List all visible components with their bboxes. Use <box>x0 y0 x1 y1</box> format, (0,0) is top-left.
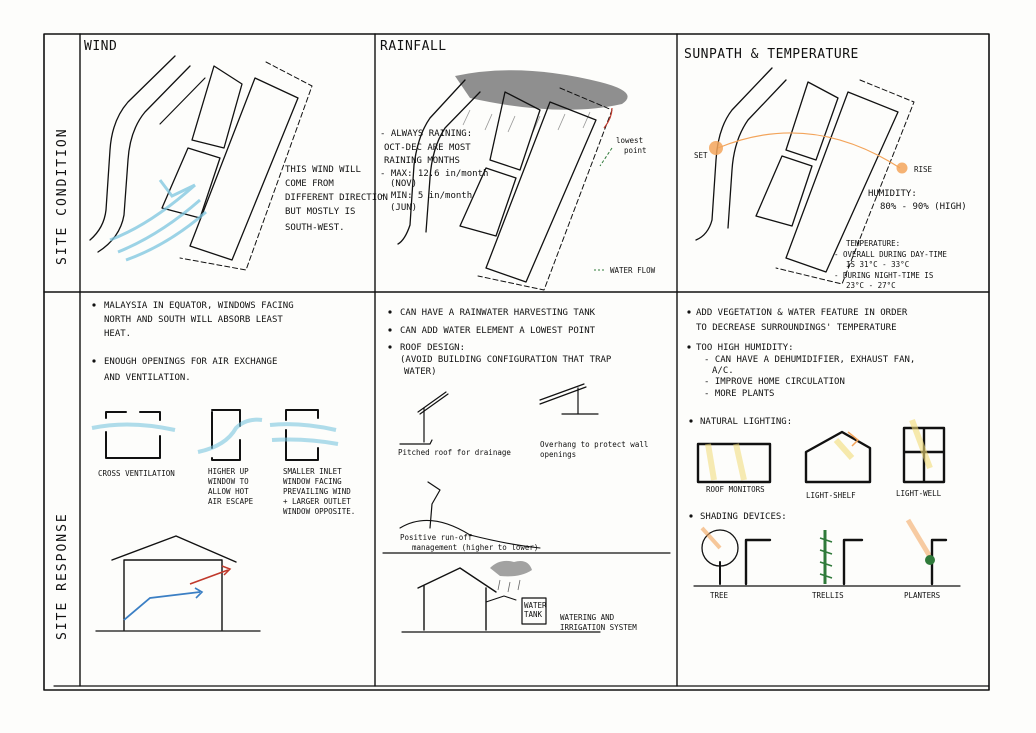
svg-text:SOUTH-WEST.: SOUTH-WEST. <box>285 223 345 233</box>
water-flow-legend: WATER FLOW <box>594 266 656 275</box>
temperature-note: TEMPERATURE: - OVERALL DURING DAY-TIME I… <box>834 239 947 290</box>
svg-text:LIGHT-WELL: LIGHT-WELL <box>896 489 942 498</box>
svg-text:+ LARGER OUTLET: + LARGER OUTLET <box>283 497 351 506</box>
svg-text:- MORE PLANTS: - MORE PLANTS <box>704 389 774 399</box>
svg-text:(NOV): (NOV) <box>390 179 417 189</box>
svg-text:CAN HAVE A RAINWATER HARVESTIN: CAN HAVE A RAINWATER HARVESTING TANK <box>400 308 596 318</box>
sun-path <box>709 132 908 174</box>
sunpath-title: SUNPATH & TEMPERATURE <box>684 47 859 62</box>
svg-text:- CAN HAVE A DEHUMIDIFIER, EXH: - CAN HAVE A DEHUMIDIFIER, EXHAUST FAN, <box>704 355 915 365</box>
wind-arrows-sketch <box>109 179 207 262</box>
row-label-condition: SITE CONDITION <box>55 127 70 265</box>
svg-text:HUMIDITY:: HUMIDITY: <box>868 189 917 199</box>
svg-text:OCT-DEC ARE MOST: OCT-DEC ARE MOST <box>384 143 471 153</box>
svg-text:WINDOW TO: WINDOW TO <box>208 477 249 486</box>
svg-text:- DURING NIGHT-TIME IS: - DURING NIGHT-TIME IS <box>834 271 934 280</box>
shading-device-diagrams: TREE TRELLIS PLANTERS <box>693 518 961 600</box>
wind-ventilation-diagrams: CROSS VENTILATION HIGHER UP WINDOW TO AL… <box>91 409 355 516</box>
svg-text:TO DECREASE SURROUNDINGS' TEMP: TO DECREASE SURROUNDINGS' TEMPERATURE <box>696 323 896 333</box>
svg-text:management (higher to lower): management (higher to lower) <box>412 543 538 552</box>
svg-text:RAINING MONTHS: RAINING MONTHS <box>384 156 460 166</box>
svg-text:IS 31°C - 33°C: IS 31°C - 33°C <box>846 260 909 269</box>
svg-text:ALLOW HOT: ALLOW HOT <box>208 487 249 496</box>
svg-text:BUT MOSTLY IS: BUT MOSTLY IS <box>285 207 355 217</box>
svg-text:HIGHER UP: HIGHER UP <box>208 467 249 476</box>
sheet-frame <box>43 33 990 691</box>
svg-text:WINDOW FACING: WINDOW FACING <box>283 477 342 486</box>
rainfall-title: RAINFALL <box>380 39 447 54</box>
svg-text:WATER FLOW: WATER FLOW <box>610 266 656 275</box>
svg-text:Positive run-off: Positive run-off <box>400 533 472 542</box>
svg-text:AIR ESCAPE: AIR ESCAPE <box>208 497 254 506</box>
svg-text:- ALWAYS RAINING:: - ALWAYS RAINING: <box>380 129 472 139</box>
lowest-point-label: lowest <box>616 136 643 145</box>
svg-text:CROSS VENTILATION: CROSS VENTILATION <box>98 469 175 478</box>
sun-icon-rise <box>896 162 908 174</box>
svg-text:WATER): WATER) <box>404 367 437 377</box>
svg-text:COME FROM: COME FROM <box>285 179 334 189</box>
rainfall-response-bullets: CAN HAVE A RAINWATER HARVESTING TANK CAN… <box>388 308 612 377</box>
svg-text:ROOF DESIGN:: ROOF DESIGN: <box>400 343 465 353</box>
sun-rise-label: RISE <box>914 165 933 174</box>
wind-condition-notes: THIS WIND WILL COME FROM DIFFERENT DIREC… <box>285 165 388 233</box>
svg-text:- MAX: 12.6 in/month: - MAX: 12.6 in/month <box>380 169 488 179</box>
sun-icon-set <box>709 141 723 155</box>
svg-text:NORTH AND SOUTH WILL ABSORB LE: NORTH AND SOUTH WILL ABSORB LEAST <box>104 315 283 325</box>
lowest-point-label-2: point <box>624 146 647 155</box>
svg-text:DIFFERENT DIRECTION: DIFFERENT DIRECTION <box>285 193 388 203</box>
sun-set-label: SET <box>694 151 708 160</box>
svg-text:AND VENTILATION.: AND VENTILATION. <box>104 373 191 383</box>
svg-text:WATERING AND: WATERING AND <box>560 613 615 622</box>
svg-text:MALAYSIA IN EQUATOR, WINDOWS F: MALAYSIA IN EQUATOR, WINDOWS FACING <box>104 301 294 311</box>
rainfall-condition-notes: - ALWAYS RAINING: OCT-DEC ARE MOST RAINI… <box>380 129 488 213</box>
sunpath-response-bullets: ADD VEGETATION & WATER FEATURE IN ORDER … <box>687 308 915 522</box>
rainfall-site-plan <box>397 70 628 291</box>
wind-house-section <box>95 535 261 632</box>
humidity-note: HUMIDITY: 80% - 90% (HIGH) <box>868 189 967 212</box>
svg-text:TANK: TANK <box>524 610 543 619</box>
wind-site-plan <box>89 55 313 271</box>
svg-text:Pitched roof for drainage: Pitched roof for drainage <box>398 448 511 457</box>
sunpath-site-plan <box>695 67 915 285</box>
svg-text:(JUN): (JUN) <box>390 203 417 213</box>
svg-text:IRRIGATION SYSTEM: IRRIGATION SYSTEM <box>560 623 637 632</box>
svg-text:ADD VEGETATION & WATER FEATURE: ADD VEGETATION & WATER FEATURE IN ORDER <box>696 308 908 318</box>
wind-title: WIND <box>84 39 117 54</box>
svg-text:23°C - 27°C: 23°C - 27°C <box>846 281 896 290</box>
svg-text:- OVERALL DURING DAY-TIME: - OVERALL DURING DAY-TIME <box>834 250 947 259</box>
svg-text:NATURAL LIGHTING:: NATURAL LIGHTING: <box>700 417 792 427</box>
svg-text:SMALLER INLET: SMALLER INLET <box>283 467 342 476</box>
svg-text:TRELLIS: TRELLIS <box>812 591 844 600</box>
svg-text:PREVAILING WIND: PREVAILING WIND <box>283 487 351 496</box>
wind-response-bullets: MALAYSIA IN EQUATOR, WINDOWS FACING NORT… <box>92 301 294 383</box>
svg-text:THIS WIND WILL: THIS WIND WILL <box>285 165 361 175</box>
row-label-response: SITE RESPONSE <box>55 512 70 640</box>
svg-text:80% - 90% (HIGH): 80% - 90% (HIGH) <box>880 202 967 212</box>
svg-text:ROOF MONITORS: ROOF MONITORS <box>706 485 765 494</box>
svg-text:- IMPROVE HOME CIRCULATION: - IMPROVE HOME CIRCULATION <box>704 377 845 387</box>
svg-text:CAN ADD WATER ELEMENT A LOWEST: CAN ADD WATER ELEMENT A LOWEST POINT <box>400 326 596 336</box>
svg-text:LIGHT-SHELF: LIGHT-SHELF <box>806 491 856 500</box>
svg-text:(AVOID BUILDING CONFIGURATION: (AVOID BUILDING CONFIGURATION THAT TRAP <box>400 355 612 365</box>
svg-text:A/C.: A/C. <box>712 366 734 376</box>
svg-text:TEMPERATURE:: TEMPERATURE: <box>846 239 900 248</box>
svg-text:PLANTERS: PLANTERS <box>904 591 941 600</box>
rainwater-tank-section: WATER TANK WATERING AND IRRIGATION SYSTE… <box>401 560 637 633</box>
svg-text:WINDOW OPPOSITE.: WINDOW OPPOSITE. <box>283 507 355 516</box>
svg-text:TOO HIGH HUMIDITY:: TOO HIGH HUMIDITY: <box>696 343 794 353</box>
svg-text:ENOUGH OPENINGS FOR AIR EXCHAN: ENOUGH OPENINGS FOR AIR EXCHANGE <box>104 357 277 367</box>
svg-text:openings: openings <box>540 450 576 459</box>
svg-text:SHADING DEVICES:: SHADING DEVICES: <box>700 512 787 522</box>
natural-lighting-diagrams: ROOF MONITORS LIGHT-SHELF LIGHT-WELL <box>696 418 946 500</box>
svg-text:HEAT.: HEAT. <box>104 329 131 339</box>
svg-text:Overhang to protect wall: Overhang to protect wall <box>540 440 648 449</box>
rainfall-roof-diagrams: Pitched roof for drainage Overhang to pr… <box>382 383 671 554</box>
svg-text:WATER: WATER <box>524 601 547 610</box>
svg-text:TREE: TREE <box>710 591 729 600</box>
svg-text:- MIN: 5 in/month: - MIN: 5 in/month <box>380 191 472 201</box>
